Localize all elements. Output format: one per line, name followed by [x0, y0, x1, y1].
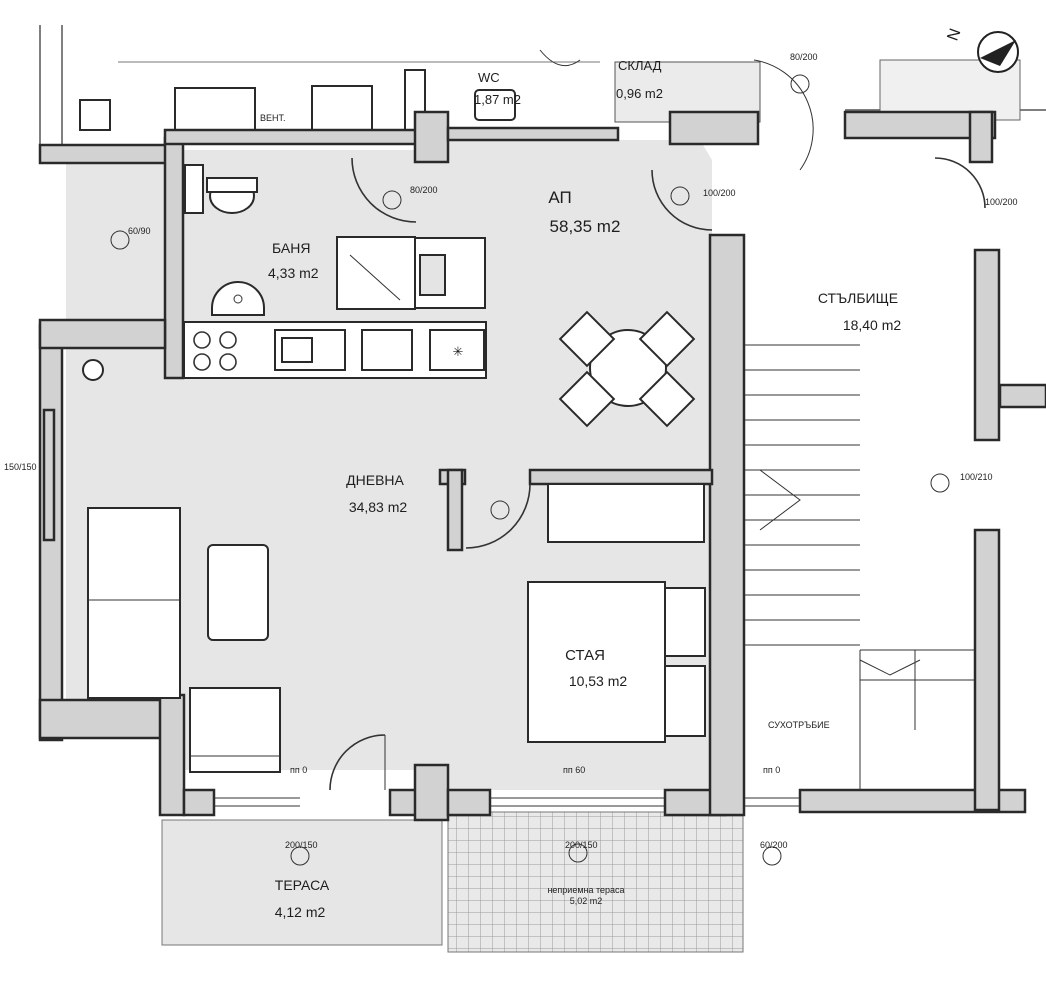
staircase	[745, 344, 975, 790]
ap-room-name: АП	[548, 188, 571, 207]
stairs-room-area: 18,40 m2	[843, 317, 902, 333]
stairs-room-name: СТЪЛБИЩЕ	[818, 290, 898, 306]
door-dims-6: 200/150	[285, 840, 318, 850]
smoke-shaft-label: СУХОТРЪБИЕ	[768, 720, 830, 730]
bedroom-area: 10,53 m2	[569, 673, 628, 689]
door-swings	[329, 59, 986, 791]
ap-room-area: 58,35 m2	[550, 217, 621, 236]
door-dims-10: 150/150	[4, 462, 37, 472]
bath-room-name: БАНЯ	[272, 240, 310, 256]
level-label-a: пп 0	[290, 765, 307, 775]
vent-label: ВЕНТ.	[260, 113, 286, 123]
bedroom-name: СТАЯ	[565, 647, 605, 664]
windows	[214, 797, 800, 807]
wc-fixtures	[474, 49, 581, 121]
wc-room-name: WC	[478, 70, 500, 85]
north-label: N	[944, 26, 964, 43]
living-room-name: ДНЕВНА	[346, 472, 404, 488]
bath-room-area: 4,33 m2	[268, 265, 319, 281]
storage-room-name: СКЛАД	[618, 58, 662, 73]
kitchen-counter: ✳	[183, 321, 487, 379]
open-terrace-grid	[447, 811, 744, 953]
door-dims-1: 80/200	[410, 185, 438, 195]
door-tags	[82, 74, 950, 866]
dining-table	[558, 310, 696, 428]
wc-room-area: 1,87 m2	[474, 92, 521, 107]
open-terrace-area: 5,02 m2	[570, 896, 603, 906]
terrace-area-text: 4,12 m2	[275, 904, 326, 920]
door-dims-5: 60/90	[128, 226, 151, 236]
living-room-area: 34,83 m2	[349, 499, 408, 515]
door-dims-2: 80/200	[790, 52, 818, 62]
door-dims-9: 100/200	[985, 197, 1018, 207]
terrace-name: ТЕРАСА	[275, 877, 330, 893]
terrace-area	[161, 819, 443, 946]
walls	[38, 110, 1046, 822]
door-dims-4: 100/210	[960, 472, 993, 482]
storage-room-area: 0,96 m2	[616, 86, 663, 101]
living-furniture	[87, 507, 281, 773]
open-terrace-name: неприемна тераса	[547, 885, 624, 895]
door-dims-8: 60/200	[760, 840, 788, 850]
bedroom-furniture	[527, 483, 706, 743]
door-dims-7: 200/150	[565, 840, 598, 850]
bathroom-fixtures	[184, 164, 486, 316]
extractor-icon: ✳	[453, 344, 464, 359]
north-arrow-icon: N	[944, 26, 1019, 73]
level-label-c: пп 0	[763, 765, 780, 775]
level-label-b: пп 60	[563, 765, 585, 775]
door-dims-3: 100/200	[703, 188, 736, 198]
